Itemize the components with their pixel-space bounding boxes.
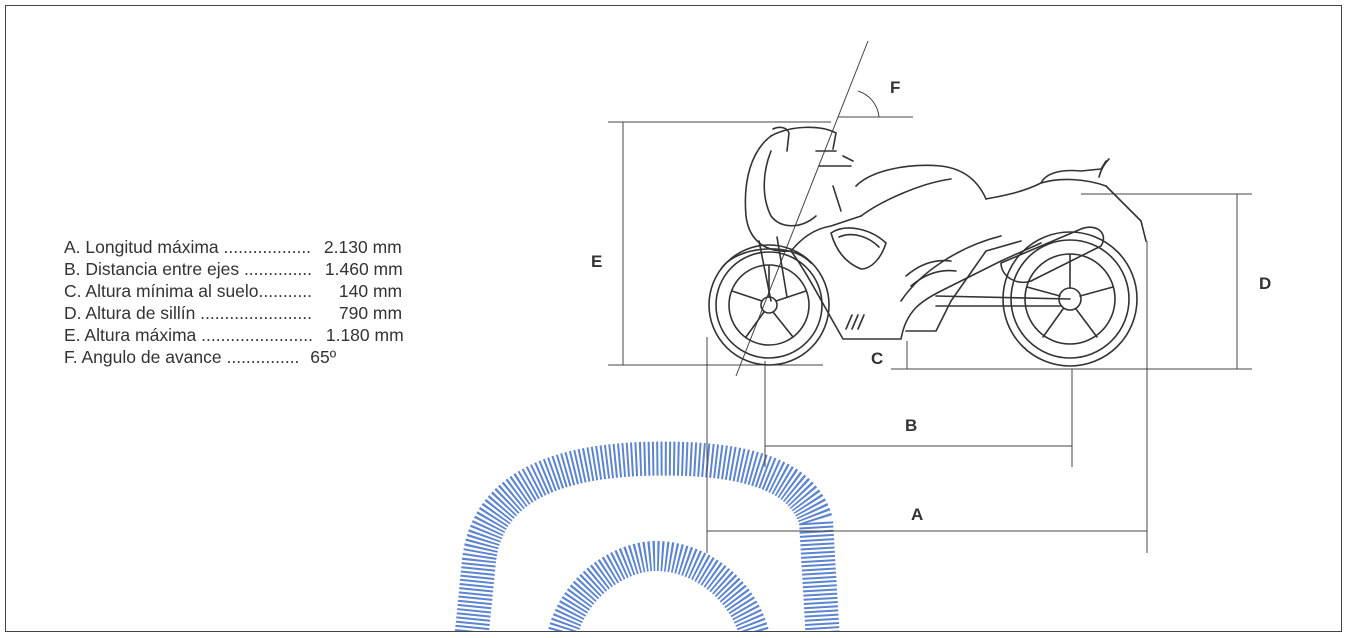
dimension-lines — [608, 40, 1252, 553]
spec-row-f: F. Angulo de avance ............... 65º — [64, 346, 524, 368]
spec-value: 790 mm — [338, 303, 403, 323]
motorcycle-dimension-diagram: E D C B A F — [454, 40, 1271, 631]
dim-letter-f: F — [890, 78, 900, 97]
spec-list: A. Longitud máxima .................. 2.… — [64, 236, 524, 368]
motorcycle-drawing — [708, 126, 1147, 367]
dim-f-arc — [857, 90, 880, 118]
spec-value: 140 mm — [338, 281, 403, 301]
spec-value: 1.180 mm — [325, 325, 404, 345]
spec-label: A. Longitud máxima .................. — [64, 237, 312, 257]
spec-row-c: C. Altura mínima al suelo........... 140… — [64, 280, 524, 302]
spec-label: F. Angulo de avance ............... — [64, 347, 300, 367]
spec-label: E. Altura máxima ....................... — [64, 325, 313, 345]
rear-wheel — [1002, 231, 1138, 367]
spec-row-e: E. Altura máxima .......................… — [64, 324, 524, 346]
spec-value: 1.460 mm — [324, 259, 403, 279]
spec-value: 65º — [310, 347, 337, 367]
spec-label: B. Distancia entre ejes .............. — [64, 259, 313, 279]
dim-letter-a: A — [911, 505, 923, 524]
front-wheel — [708, 244, 830, 366]
spec-row-b: B. Distancia entre ejes .............. 1… — [64, 258, 524, 280]
diagram-frame: A. Longitud máxima .................. 2.… — [5, 5, 1342, 632]
dim-letter-b: B — [905, 416, 917, 435]
dim-letter-e: E — [591, 252, 602, 271]
spec-row-a: A. Longitud máxima .................. 2.… — [64, 236, 524, 258]
dim-letter-d: D — [1259, 274, 1271, 293]
spec-label: C. Altura mínima al suelo........... — [64, 281, 313, 301]
spec-label: D. Altura de sillín ....................… — [64, 303, 312, 323]
dim-letter-c: C — [871, 349, 883, 368]
spec-value: 2.130 mm — [323, 237, 402, 257]
brand-logo-watermark — [454, 441, 840, 631]
spec-row-d: D. Altura de sillín ....................… — [64, 302, 524, 324]
